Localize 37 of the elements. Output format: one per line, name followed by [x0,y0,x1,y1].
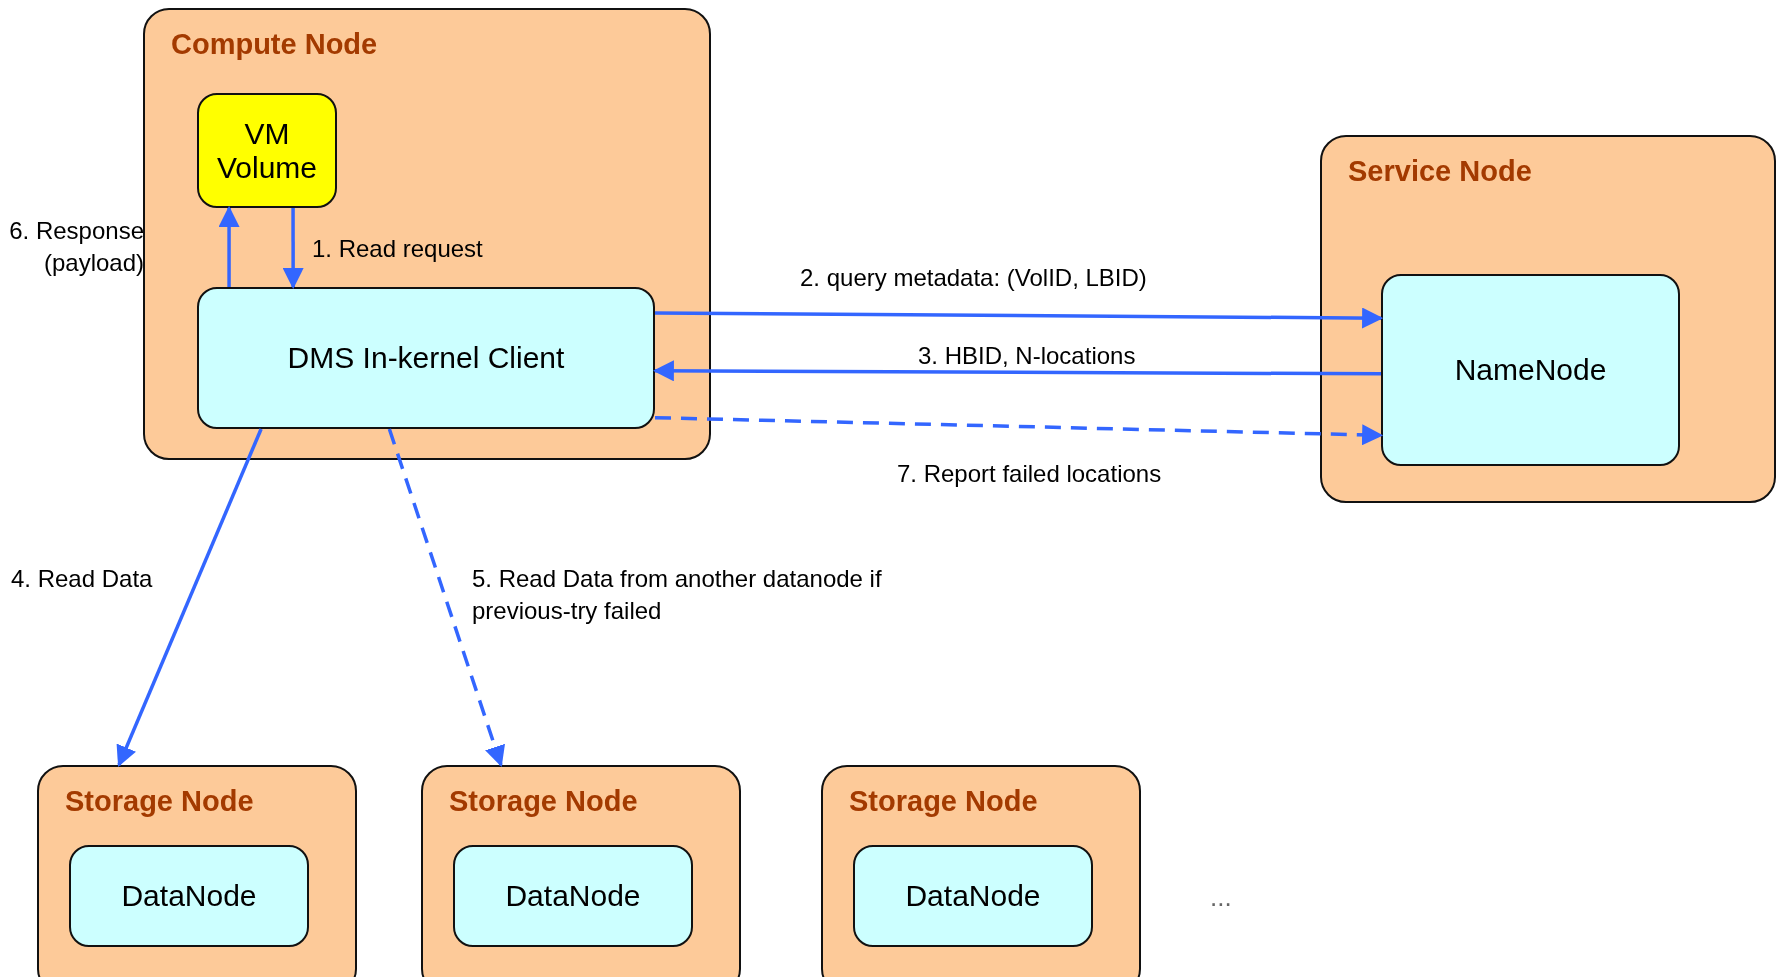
edge-label: 2. query metadata: (VolID, LBID) [800,263,1147,293]
server-container [1320,135,1776,503]
arrow [282,208,304,290]
server-container [821,765,1141,977]
ellipsis-text: ... [1210,881,1232,914]
box-label: DataNode [504,879,642,913]
arrow [218,205,240,287]
container-heading: Storage Node [65,785,254,818]
arrow [654,415,1384,446]
component-box [197,287,655,429]
container-heading: Storage Node [449,785,638,818]
component-box [69,845,309,947]
server-container [421,765,741,977]
arrow [652,360,1381,382]
box-label: DataNode [120,879,258,913]
edge-label: 4. Read Data [11,564,153,594]
arrow [116,428,263,767]
edge-label: 7. Report failed locations [897,459,1162,489]
container-heading: Service Node [1348,155,1532,188]
edge-label: 1. Read request [312,234,483,264]
container-heading: Compute Node [171,28,378,61]
box-label: VM Volume [215,116,319,185]
edge-label: 6. Response (payload) [8,216,144,279]
component-box [197,93,337,208]
component-box [853,845,1093,947]
edge-label: 3. HBID, N-locations [918,341,1136,371]
box-label: NameNode [1453,353,1608,387]
component-box [453,845,693,947]
arrow [655,307,1384,329]
box-label: DMS In-kernel Client [286,341,566,375]
container-heading: Storage Node [849,785,1038,818]
arrow [387,428,505,767]
server-container [37,765,357,977]
component-box [1381,274,1680,466]
edge-label: 5. Read Data from another datanode if previous-try failed [472,564,883,627]
server-container [143,8,711,460]
box-label: DataNode [904,879,1042,913]
